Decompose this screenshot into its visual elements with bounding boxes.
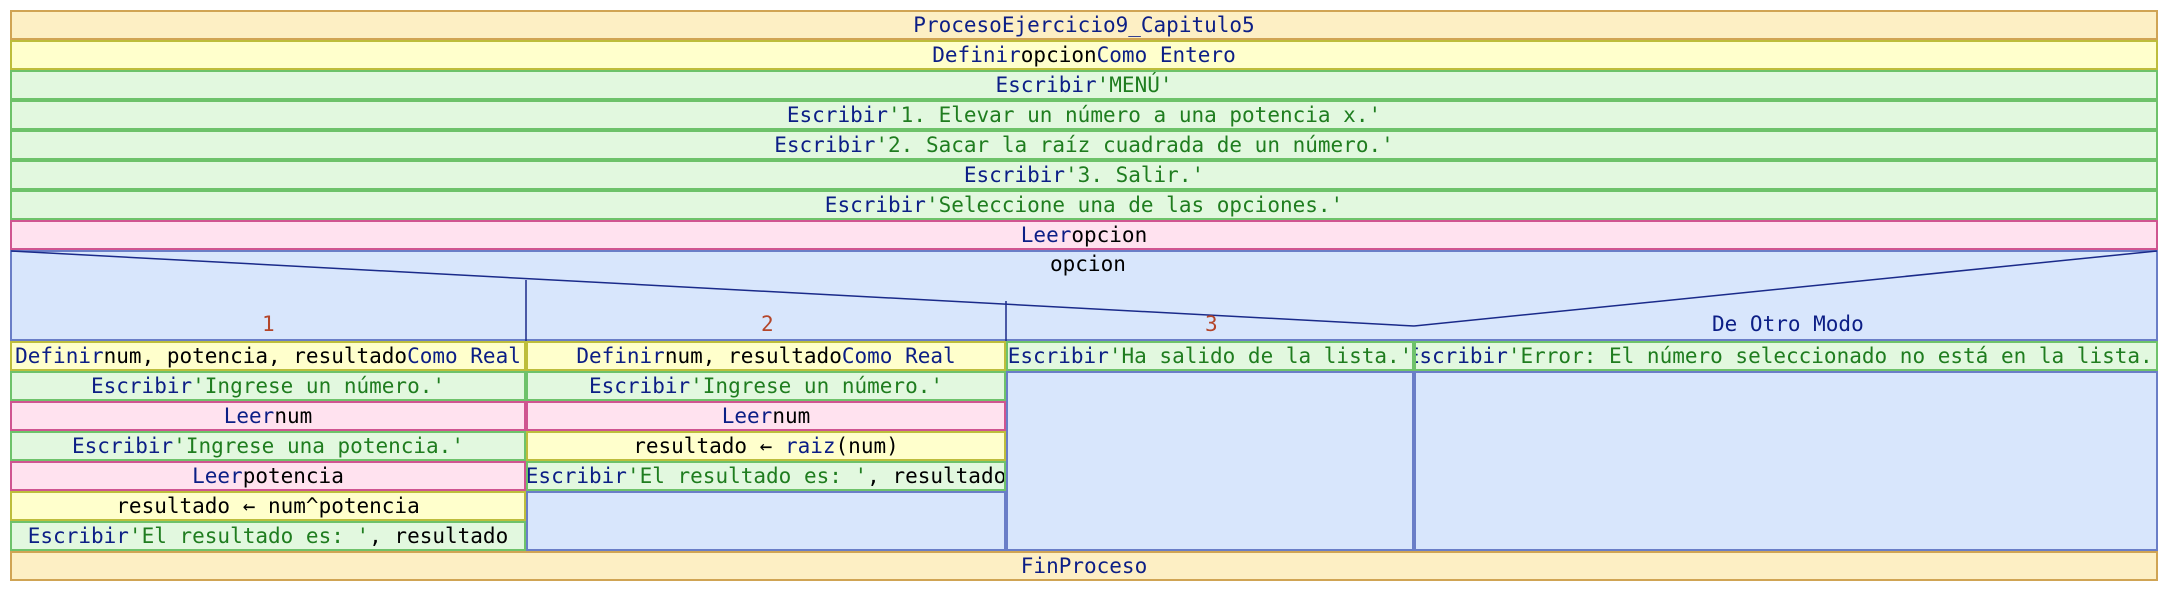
escribir-keyword: Escribir [786, 102, 889, 127]
process-end: FinProceso [10, 551, 2158, 581]
write-text: 'Ingrese un número.' [690, 373, 944, 398]
process-name: Ejercicio9_Capitulo5 [1001, 12, 1255, 37]
write-text: 'El resultado es: ' [626, 463, 868, 488]
escribir-keyword: Escribir [526, 463, 627, 488]
write-text: '1. Elevar un número a una potencia x.' [888, 102, 1382, 127]
write-text: 'Error: El número seleccionado no está e… [1507, 343, 2158, 368]
escribir-keyword: Escribir [72, 433, 174, 458]
escribir-keyword: Escribir [90, 373, 193, 398]
define-type: Como Real [407, 343, 521, 368]
switch-header [10, 250, 2158, 341]
define-type: Como Real [841, 343, 956, 368]
definir-keyword: Definir [576, 343, 665, 368]
assign-text: resultado ← [633, 433, 785, 458]
escribir-keyword: Escribir [963, 162, 1066, 187]
default-write: Escribir 'Error: El número seleccionado … [1414, 341, 2158, 371]
define-opcion: Definir opcion Como Entero [10, 40, 2158, 70]
case1-assign: resultado ← num^potencia [10, 491, 526, 521]
escribir-keyword: Escribir [1007, 343, 1109, 368]
escribir-keyword: Escribir [588, 373, 691, 398]
write-rest: , resultado [369, 523, 509, 548]
case1-write-number: Escribir 'Ingrese un número.' [10, 371, 526, 401]
case1-read-num: Leer num [10, 401, 526, 431]
write-text: 'Ingrese una potencia.' [173, 433, 464, 458]
case2-write-number: Escribir 'Ingrese un número.' [526, 371, 1006, 401]
case-label-1: 1 [262, 312, 275, 336]
read-var: num [772, 403, 811, 428]
switch-variable: opcion [1050, 252, 1126, 276]
case-label-3: 3 [1205, 312, 1218, 336]
define-type: Como Entero [1096, 42, 1236, 67]
case1-write-result: Escribir 'El resultado es: ', resultado [10, 521, 526, 551]
case1-write-power: Escribir 'Ingrese una potencia.' [10, 431, 526, 461]
write-text: '2. Sacar la raíz cuadrada de un número.… [875, 132, 1394, 157]
write-menu-title: Escribir 'MENÚ' [10, 70, 2158, 100]
definir-keyword: Definir [15, 343, 104, 368]
case2-read-num: Leer num [526, 401, 1006, 431]
define-vars: opcion [1020, 42, 1097, 67]
assign-text: resultado ← num^potencia [116, 493, 420, 518]
process-keyword: Proceso [913, 12, 1002, 37]
assign-function: raiz [784, 433, 836, 458]
case2-assign: resultado ← raiz(num) [526, 431, 1006, 461]
write-prompt: Escribir 'Seleccione una de las opciones… [10, 190, 2158, 220]
write-rest: , resultado [867, 463, 1006, 488]
write-option-3: Escribir '3. Salir.' [10, 160, 2158, 190]
case3-filler [1006, 371, 1414, 551]
case-label-default: De Otro Modo [1712, 312, 1864, 336]
leer-keyword: Leer [721, 403, 773, 428]
leer-keyword: Leer [1020, 222, 1072, 247]
write-option-1: Escribir '1. Elevar un número a una pote… [10, 100, 2158, 130]
write-text: 'El resultado es: ' [128, 523, 370, 548]
escribir-keyword: Escribir [995, 72, 1097, 97]
process-end-keyword: FinProceso [1020, 553, 1148, 578]
write-text: 'Ingrese un número.' [192, 373, 446, 398]
escribir-keyword: Escribir [824, 192, 926, 217]
write-text: 'MENÚ' [1096, 72, 1173, 97]
case2-write-result: Escribir 'El resultado es: ', resultado [526, 461, 1006, 491]
write-option-2: Escribir '2. Sacar la raíz cuadrada de u… [10, 130, 2158, 160]
define-vars: num, resultado [664, 343, 842, 368]
escribir-keyword: Escribir [27, 523, 129, 548]
write-text: 'Seleccione una de las opciones.' [925, 192, 1344, 217]
read-var: opcion [1071, 222, 1148, 247]
process-start: Proceso Ejercicio9_Capitulo5 [10, 10, 2158, 40]
write-text: '3. Salir.' [1065, 162, 1205, 187]
escribir-keyword: Escribir [1414, 343, 1508, 368]
assign-args: (num) [835, 433, 899, 458]
read-opcion: Leer opcion [10, 220, 2158, 250]
case-label-2: 2 [761, 312, 774, 336]
case1-read-potencia: Leer potencia [10, 461, 526, 491]
case2-filler [526, 491, 1006, 551]
read-var: num [274, 403, 313, 428]
case1-define: Definir num, potencia, resultado Como Re… [10, 341, 526, 371]
default-filler [1414, 371, 2158, 551]
escribir-keyword: Escribir [774, 132, 876, 157]
leer-keyword: Leer [223, 403, 275, 428]
define-vars: num, potencia, resultado [103, 343, 408, 368]
case3-write: Escribir 'Ha salido de la lista.' [1006, 341, 1414, 371]
leer-keyword: Leer [192, 463, 243, 488]
case2-define: Definir num, resultado Como Real [526, 341, 1006, 371]
read-var: potencia [242, 463, 344, 488]
write-text: 'Ha salido de la lista.' [1108, 343, 1413, 368]
definir-keyword: Definir [932, 42, 1021, 67]
